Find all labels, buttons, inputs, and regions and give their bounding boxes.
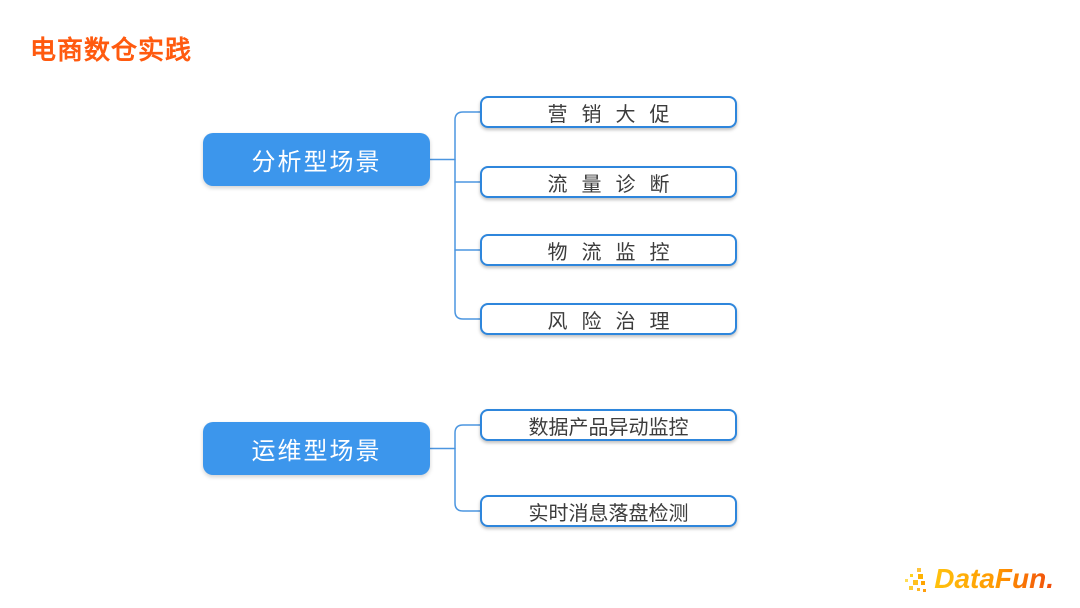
datafun-logo-dots-icon [905, 568, 931, 596]
mindmap-leaf-traffic-diagnosis: 流量诊断 [480, 166, 737, 198]
mindmap-leaf-marketing-promotion: 营销大促 [480, 96, 737, 128]
mindmap-leaf-risk-governance: 风险治理 [480, 303, 737, 335]
mindmap-leaf-logistics-monitoring: 物流监控 [480, 234, 737, 266]
mindmap-node-label: 分析型场景 [251, 149, 382, 176]
mindmap-leaf-label: 营销大促 [547, 103, 684, 126]
mindmap-leaf-label: 流量诊断 [547, 173, 684, 196]
mindmap-node-ops-scenarios: 运维型场景 [203, 422, 430, 475]
mindmap-leaf-label: 实时消息落盘检测 [528, 502, 689, 525]
page-title: 电商数仓实践 [30, 35, 193, 65]
mindmap-leaf-label: 风险治理 [547, 310, 684, 333]
mindmap-leaf-label: 物流监控 [547, 241, 684, 264]
mindmap-leaf-data-product-anomaly-monitoring: 数据产品异动监控 [480, 409, 737, 441]
mindmap-leaf-label: 数据产品异动监控 [528, 416, 689, 439]
datafun-logo-text: DataFun. [934, 563, 1054, 594]
datafun-logo: DataFun. [905, 562, 1054, 596]
mindmap-leaf-realtime-message-landing-check: 实时消息落盘检测 [480, 495, 737, 527]
mindmap-node-analysis-scenarios: 分析型场景 [203, 133, 430, 186]
mindmap-node-label: 运维型场景 [251, 438, 382, 465]
